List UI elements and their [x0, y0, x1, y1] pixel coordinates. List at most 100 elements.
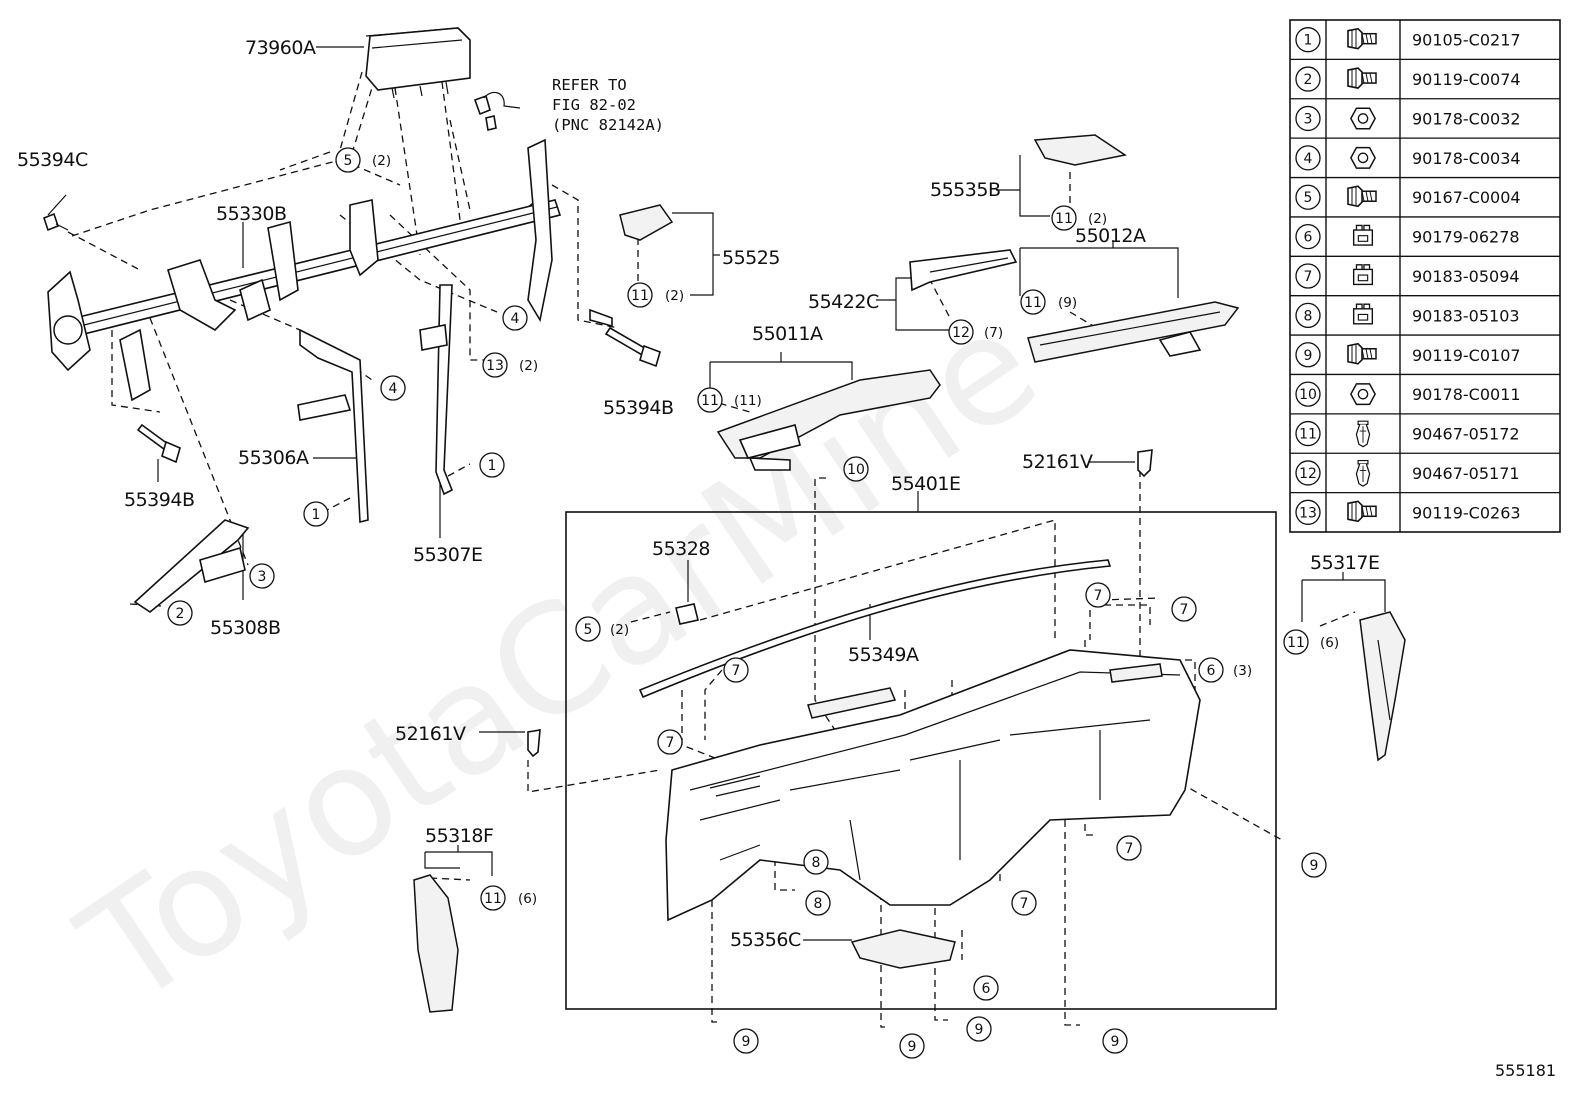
callout-9: 9	[1301, 852, 1327, 878]
svg-text:7: 7	[666, 735, 675, 751]
label-55394C: 55394C	[17, 149, 88, 171]
table-row-number: 6	[1304, 230, 1313, 246]
svg-text:13: 13	[486, 358, 504, 374]
callout-7: 7	[1171, 596, 1197, 622]
table-part-number: 90167-C0004	[1412, 188, 1521, 207]
callout-7: 7	[723, 657, 749, 683]
svg-text:1: 1	[312, 507, 321, 523]
table-part-number: 90467-05172	[1412, 425, 1520, 444]
nut-icon	[1350, 146, 1376, 169]
svg-text:9: 9	[975, 1022, 984, 1038]
bolt-55394C	[43, 212, 69, 232]
label-55306A: 55306A	[238, 447, 309, 469]
callout-7: 7	[1085, 582, 1111, 608]
svg-text:5: 5	[584, 622, 593, 638]
push-clip-icon	[1355, 459, 1371, 487]
callout-4: 4	[380, 375, 406, 401]
table-row-number-circle	[1295, 184, 1321, 210]
label-55330B: 55330B	[216, 203, 286, 225]
label-55012A: 55012A	[1075, 225, 1146, 247]
callout-9: 9	[899, 1033, 925, 1059]
table-row-number-circle	[1295, 460, 1321, 486]
table-part-number: 90183-05103	[1412, 306, 1520, 325]
part-labels: 73960A 55394C 55330B 55525 55535B 55012A…	[17, 37, 1380, 951]
table-row-number: 7	[1304, 269, 1313, 285]
label-52161V-left: 52161V	[395, 723, 466, 745]
solid-leaders	[47, 46, 1386, 941]
clip-52161V-right	[1137, 449, 1153, 478]
table-part-number: 90119-C0263	[1412, 503, 1521, 522]
svg-text:9: 9	[1111, 1034, 1120, 1050]
svg-text:(9): (9)	[1058, 295, 1077, 311]
callout-9: 9	[966, 1016, 992, 1042]
svg-text:(7): (7)	[984, 325, 1003, 341]
table-row-number: 10	[1299, 387, 1317, 403]
register-55011A	[716, 369, 941, 471]
table-row: 10 90178-C0011	[1290, 373, 1560, 407]
panel-55525	[619, 204, 674, 241]
svg-text:7: 7	[732, 663, 741, 679]
callout-5: 5 (2)	[575, 616, 629, 642]
table-row-number-circle	[1295, 27, 1321, 53]
label-55535B: 55535B	[930, 179, 1000, 201]
table-row-number-circle	[1295, 263, 1321, 289]
side-cover-55317E	[1359, 611, 1406, 762]
label-73960A: 73960A	[245, 37, 316, 59]
svg-text:7: 7	[1180, 602, 1189, 618]
connector-part	[473, 91, 521, 131]
refer-note-line-3: (PNC 82142A)	[552, 116, 664, 134]
label-55525: 55525	[722, 247, 780, 269]
callout-7: 7	[1011, 890, 1037, 916]
callout-11: 11 (11)	[697, 387, 762, 413]
svg-text:(6): (6)	[1320, 635, 1339, 651]
steering-support-55330B	[47, 138, 613, 402]
brace-55306A	[297, 328, 369, 524]
diagram-code: 555181	[1495, 1061, 1556, 1080]
callout-12: 12 (7)	[948, 319, 1003, 345]
svg-text:8: 8	[814, 896, 823, 912]
svg-text:(2): (2)	[519, 358, 538, 374]
table-row-number-circle	[1295, 66, 1321, 92]
svg-text:6: 6	[1207, 663, 1216, 679]
garnish-55422C	[909, 249, 1018, 292]
label-55394B-left: 55394B	[124, 489, 194, 511]
callout-9: 9	[1102, 1028, 1128, 1054]
callouts: 5 (2) 11 (2) 11 (2) 11 (9) 12 (7) 11 (11…	[167, 147, 1339, 1059]
table-part-number: 90178-C0011	[1412, 385, 1521, 404]
assembly-box-55401E	[565, 511, 1277, 1010]
label-55349A: 55349A	[848, 644, 919, 666]
table-row-number: 9	[1304, 348, 1313, 364]
svg-text:5: 5	[344, 153, 353, 169]
callout-10: 10	[843, 456, 869, 482]
table-row-number: 11	[1299, 427, 1317, 443]
callout-11: 11 (2)	[1051, 205, 1107, 231]
table-row-number: 4	[1304, 151, 1313, 167]
svg-text:11: 11	[1024, 295, 1042, 311]
table-part-number: 90105-C0217	[1412, 31, 1521, 50]
table-part-number: 90119-C0107	[1412, 346, 1521, 365]
callout-11: 11 (9)	[1020, 289, 1077, 315]
table-row-number-circle	[1295, 420, 1321, 447]
clip-55328	[675, 603, 699, 625]
svg-text:(2): (2)	[372, 153, 391, 169]
table-row-number: 2	[1304, 72, 1313, 88]
svg-text:11: 11	[1287, 635, 1305, 651]
label-55307E: 55307E	[413, 544, 482, 566]
svg-text:11: 11	[1055, 211, 1073, 227]
table-part-number: 90179-06278	[1412, 228, 1520, 247]
label-55317E: 55317E	[1310, 552, 1379, 574]
label-55401E: 55401E	[891, 473, 960, 495]
register-55012A	[1027, 301, 1240, 363]
cover-55356C	[850, 929, 956, 969]
svg-text:1: 1	[488, 458, 497, 474]
